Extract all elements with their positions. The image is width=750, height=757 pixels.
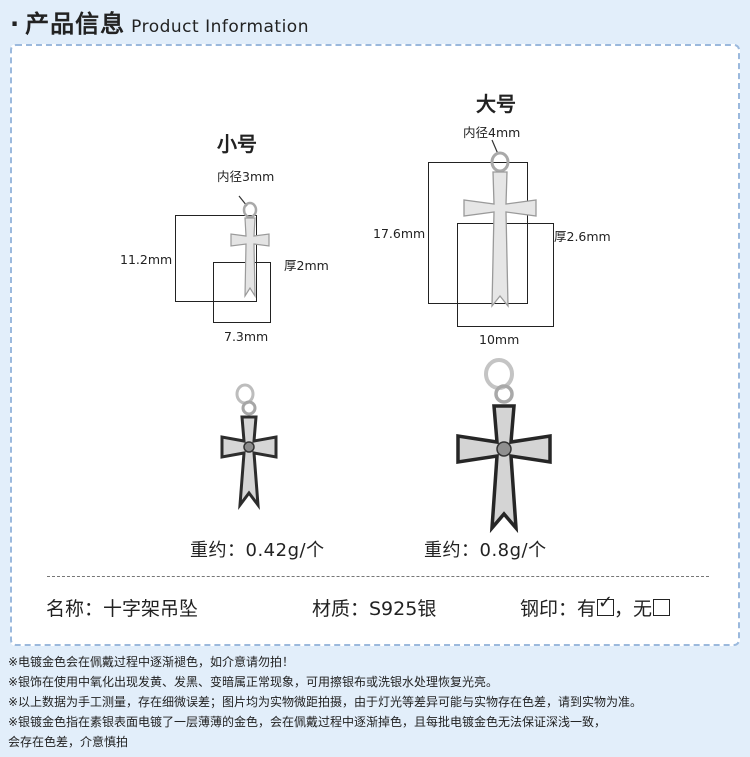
section-header: · 产品信息 Product Information [10,4,309,40]
small-height-label: 11.2mm [120,252,173,267]
large-inner-diameter-label: 内径4mm [463,125,521,140]
large-cross-product-photo [456,358,552,534]
large-weight: 重约：0.8g/个 [424,540,547,561]
large-height-frame [428,162,528,304]
note-line: 会存在色差，介意慎拍 [8,735,129,749]
small-size-title: 小号 [217,132,257,156]
info-divider [47,576,709,577]
small-width-label: 7.3mm [224,329,269,344]
small-cross-line-photo [230,195,270,299]
small-cross-product-photo [220,383,278,511]
large-cross-line-photo [463,139,537,308]
small-height-frame [175,215,257,302]
check-icon: ✓ [598,592,614,613]
product-material: 材质：S925银 [312,598,437,620]
large-height-label: 17.6mm [373,226,426,241]
product-info-panel: 小号 内径3mm 11.2mm 厚2mm 7.3mm 大号 内径4mm 17.6… [10,44,740,646]
header-bullet: · [10,10,20,38]
stamp-no-checkbox [653,599,671,616]
product-name: 名称：十字架吊坠 [46,598,199,620]
small-inner-diameter-label: 内径3mm [217,169,275,184]
small-thickness-label: 厚2mm [284,258,329,273]
note-line: ※电镀金色会在佩戴过程中逐渐褪色，如介意请勿拍！ [8,655,295,669]
small-width-frame [213,262,271,323]
header-title-en: Product Information [131,17,309,37]
small-weight: 重约：0.42g/个 [190,540,325,561]
notes: ※电镀金色会在佩戴过程中逐渐褪色，如介意请勿拍！ ※银饰在使用中氧化出现发黄、发… [8,652,748,752]
stamp-info: 钢印：有✓，无 [520,594,671,621]
stamp-no-label: ，无 [614,598,653,620]
note-line: ※以上数据为手工测量，存在细微误差；图片均为实物微距拍摄，由于灯光等差异可能与实… [8,695,643,709]
stamp-yes-checkbox: ✓ [597,594,615,616]
note-line: ※银镀金色指在素银表面电镀了一层薄薄的金色，会在佩戴过程中逐渐掉色，且每批电镀金… [8,715,607,729]
stamp-label: 钢印：有 [520,598,597,620]
large-size-title: 大号 [476,92,516,116]
large-width-label: 10mm [479,332,520,347]
note-line: ※银饰在使用中氧化出现发黄、发黑、变暗属正常现象，可用擦银布或洗银水处理恢复光亮… [8,675,499,689]
large-thickness-label: 厚2.6mm [554,229,611,244]
header-title-cn: 产品信息 [25,10,126,38]
